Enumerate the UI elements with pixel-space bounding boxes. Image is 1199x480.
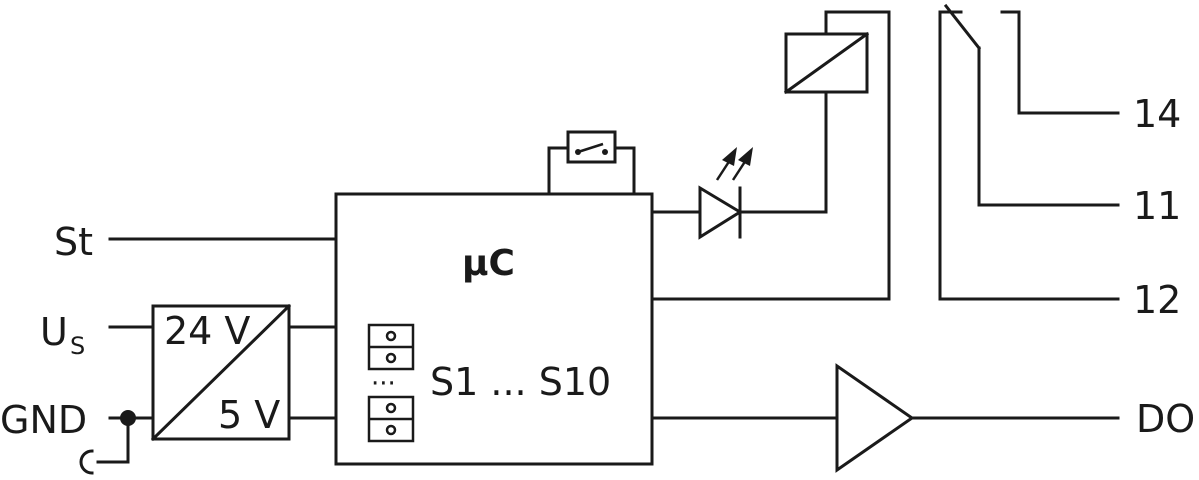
terminal-11-label: 11 bbox=[1133, 184, 1181, 228]
led-line bbox=[650, 90, 828, 214]
power-converter bbox=[150, 303, 292, 442]
switches-label: S1 ... S10 bbox=[430, 360, 611, 404]
converter-output-voltage: 5 V bbox=[218, 393, 280, 437]
dip-switch-top-icon bbox=[367, 323, 415, 371]
relay-contact-11 bbox=[943, 3, 1120, 207]
do-label: DO bbox=[1136, 397, 1195, 441]
microcontroller-label: µC bbox=[462, 243, 515, 284]
converter-input-voltage: 24 V bbox=[164, 309, 250, 353]
relay-coil-icon bbox=[783, 31, 870, 95]
gnd-label: GND bbox=[0, 398, 87, 442]
terminal-14-label: 14 bbox=[1133, 92, 1181, 136]
gnd-line bbox=[96, 410, 155, 464]
amplifier-icon bbox=[835, 363, 915, 473]
dip-switch-ellipsis: ··· bbox=[371, 369, 396, 399]
dip-switch-bottom-icon bbox=[367, 395, 415, 443]
terminal-12-label: 12 bbox=[1133, 278, 1181, 322]
us-label: U bbox=[40, 310, 68, 354]
ground-socket-icon bbox=[79, 449, 94, 475]
relay-contact-14 bbox=[1000, 10, 1120, 115]
converter-to-mc-lines bbox=[287, 325, 338, 420]
pushbutton-icon bbox=[547, 130, 636, 196]
led-icon bbox=[698, 185, 743, 240]
light-emission-arrows-icon bbox=[715, 147, 753, 181]
st-label: St bbox=[54, 220, 93, 264]
relay-contact-12 bbox=[938, 10, 1120, 301]
relay-coil-wiring bbox=[650, 10, 891, 301]
us-label-subscript: S bbox=[70, 332, 85, 360]
